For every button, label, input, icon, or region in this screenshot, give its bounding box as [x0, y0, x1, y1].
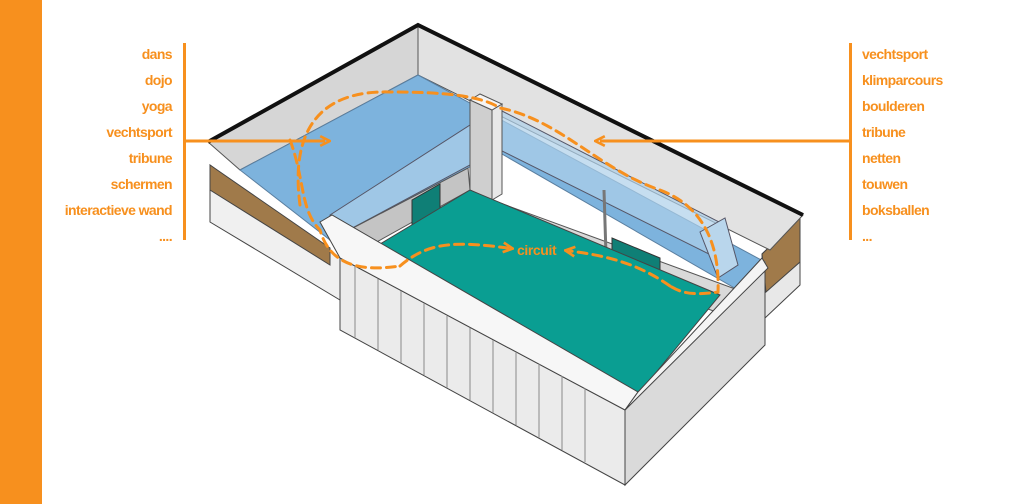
circuit-arrow-left: [398, 244, 508, 268]
left-label-schermen: schermen: [110, 176, 173, 192]
left-label-yoga: yoga: [141, 98, 173, 114]
left-label-tribune: tribune: [128, 150, 173, 166]
right-label-klimparcours: klimparcours: [862, 72, 943, 88]
circuit-arrow-right: [570, 251, 672, 288]
left-activity-list: dans dojo yoga vechtsport tribune scherm…: [20, 41, 173, 249]
right-activity-list: vechtsport klimparcours boulderen tribun…: [862, 41, 1012, 249]
orange-side-bar: [0, 0, 42, 504]
right-label-touwen: touwen: [862, 176, 908, 192]
right-label-netten: netten: [862, 150, 901, 166]
right-label-boulderen: boulderen: [862, 98, 925, 114]
central-column-side: [491, 103, 503, 201]
left-label-interactieve-wand: interactieve wand: [64, 202, 173, 218]
right-label-more: ...: [862, 228, 872, 244]
staircase: [699, 217, 739, 279]
left-label-more: ....: [158, 228, 173, 244]
circuit-label: circuit: [517, 242, 557, 258]
right-label-vechtsport: vechtsport: [862, 46, 928, 62]
right-bracket-line: [849, 43, 852, 240]
support-post: [602, 189, 608, 256]
window-mullions: [354, 266, 586, 462]
left-route-path: [288, 138, 402, 270]
right-label-tribune: tribune: [862, 124, 906, 140]
wood-cladding-left: [209, 164, 331, 266]
left-bracket-line: [183, 43, 186, 240]
roof-edge: [207, 22, 804, 217]
right-label-boksballen: boksballen: [862, 202, 930, 218]
left-label-vechtsport: vechtsport: [106, 124, 172, 140]
left-label-dojo: dojo: [144, 72, 173, 88]
mezzanine-route-path: [296, 90, 720, 296]
left-label-dans: dans: [141, 46, 173, 62]
right-front-wall-top: [624, 257, 769, 411]
central-column-front: [469, 99, 493, 201]
